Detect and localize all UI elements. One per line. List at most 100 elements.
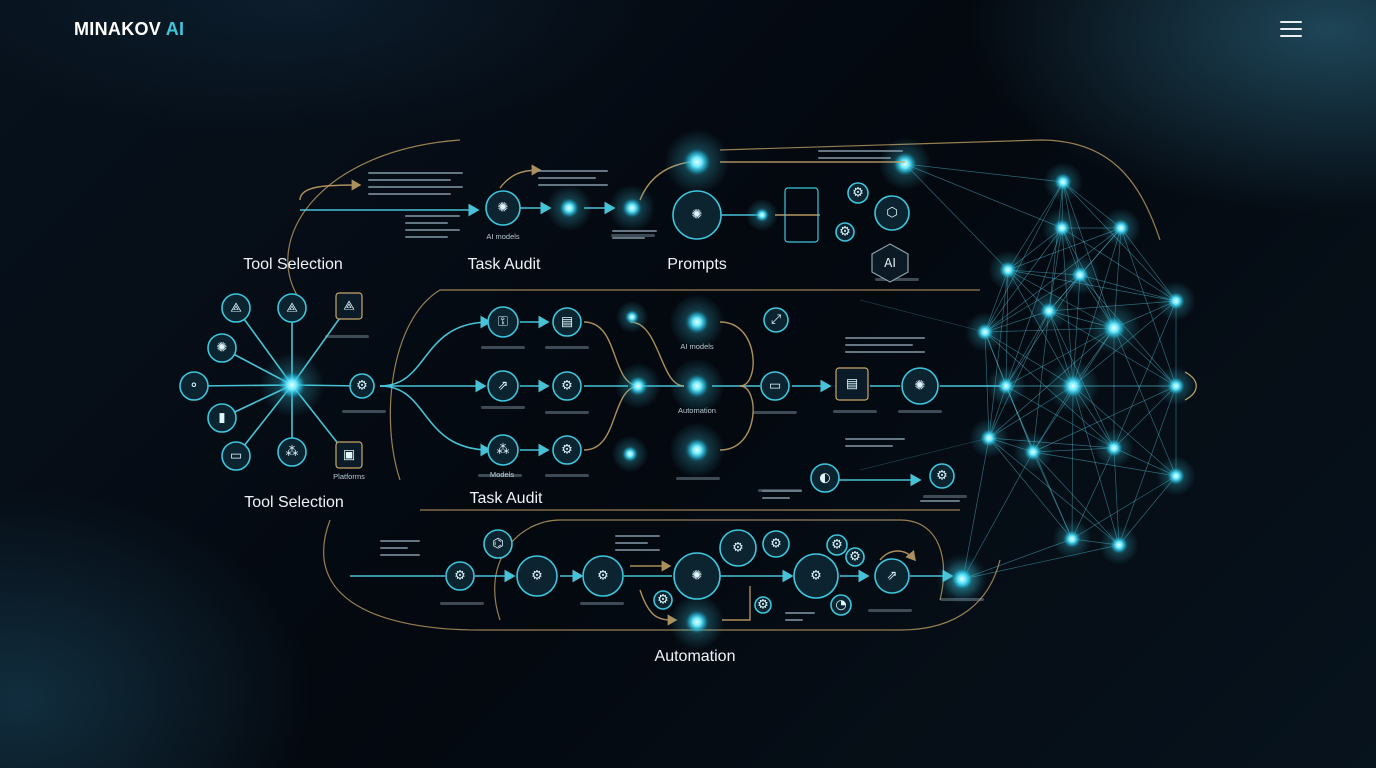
gear-icon: ⚙ <box>657 593 669 608</box>
fine-print-line <box>368 179 451 181</box>
node-caption <box>478 474 522 477</box>
gear-icon-frame <box>552 371 582 401</box>
network-link <box>988 269 1009 439</box>
gear-icon-frame <box>835 222 855 242</box>
network-link <box>1005 274 1081 387</box>
label-prompts: Prompts <box>667 256 727 273</box>
gear-icon-frame <box>552 435 582 465</box>
network-link <box>904 163 1064 183</box>
menu-line <box>1280 35 1302 37</box>
frame-curves <box>287 139 1161 631</box>
fine-print-line <box>762 490 802 492</box>
share-icon: ⚬ <box>189 379 200 394</box>
bar-chart-icon-frame <box>207 403 237 433</box>
hamburger-menu-icon[interactable] <box>1280 21 1302 37</box>
network-node <box>1040 302 1058 320</box>
openai-logo-icon-frame <box>672 190 722 240</box>
pie-chart-icon: ◔ <box>835 598 846 613</box>
fine-print-line <box>368 186 463 188</box>
lock-icon-frame <box>487 306 519 338</box>
node-caption <box>898 410 942 413</box>
network-node <box>1167 377 1185 395</box>
network-link <box>1005 385 1115 449</box>
node-caption <box>342 410 386 413</box>
fine-print-line <box>845 337 925 339</box>
fine-print-line <box>762 497 790 499</box>
network-link <box>1032 310 1050 453</box>
network-link <box>1072 385 1120 546</box>
node-caption <box>923 495 967 498</box>
fine-print-line <box>380 547 408 549</box>
node-caption <box>833 410 877 413</box>
fine-print-line <box>612 230 657 232</box>
node-caption <box>753 411 797 414</box>
network-node <box>1054 173 1072 191</box>
flow-node <box>622 198 642 218</box>
brand-logo[interactable]: MINAKOV AI <box>74 19 184 40</box>
screen-icon-frame <box>552 307 582 337</box>
fine-print-line <box>615 542 648 544</box>
share-icon-frame <box>179 371 209 401</box>
hub-node <box>278 371 306 399</box>
network-link <box>988 437 1073 540</box>
flow-node <box>683 148 711 176</box>
flow-node <box>628 376 648 396</box>
flow-node <box>559 198 579 218</box>
network-node <box>1167 292 1185 310</box>
chart-icon-frame <box>487 370 519 402</box>
fine-print <box>325 150 984 621</box>
network-link <box>859 299 986 333</box>
network-link <box>984 181 1064 333</box>
openai-logo-icon: ✺ <box>692 208 703 223</box>
chat-icon-frame <box>760 371 790 401</box>
gear-icon: ⚙ <box>561 379 573 394</box>
node-caption <box>676 477 720 480</box>
cluster-icon-frame <box>487 434 519 466</box>
network-link <box>1007 227 1122 271</box>
gear-icon: ⚙ <box>852 186 864 201</box>
cluster-icon-frame <box>277 437 307 467</box>
network-node <box>1053 219 1071 237</box>
network-node <box>1102 316 1126 340</box>
fine-print-line <box>612 237 645 239</box>
gear-icon-frame <box>847 182 869 204</box>
node-caption <box>580 602 624 605</box>
fine-print-line <box>615 549 660 551</box>
small-label-platforms: Platforms <box>333 472 365 481</box>
fine-print-line <box>405 229 460 231</box>
network-node <box>1167 467 1185 485</box>
neural-network <box>720 137 1197 599</box>
gear-icon-frame <box>445 561 475 591</box>
fine-print-line <box>405 222 448 224</box>
network-node <box>1024 443 1042 461</box>
node-caption <box>481 406 525 409</box>
label-task-audit-top: Task Audit <box>468 256 541 273</box>
screen-icon: ▤ <box>561 315 573 330</box>
network-node <box>1105 439 1123 457</box>
platforms-icon-frame <box>335 441 363 469</box>
gear-icon: ⚙ <box>849 550 861 565</box>
menu-line <box>1280 21 1302 23</box>
label-tool-selection-top: Tool Selection <box>243 256 343 273</box>
diagram-icon: ⟁ <box>343 299 355 314</box>
network-link <box>1113 327 1177 477</box>
network-link <box>1120 227 1177 387</box>
network-node <box>1063 530 1081 548</box>
gear-icon-frame <box>653 590 673 610</box>
network-link <box>962 544 1120 580</box>
network-link <box>988 437 1115 449</box>
gear-icon: ⚙ <box>770 537 782 552</box>
openai-logo-icon-frame <box>901 367 939 405</box>
network-icon-frame <box>277 293 307 323</box>
network-link <box>1118 385 1177 546</box>
flow-node <box>622 446 638 462</box>
fine-print-line <box>538 170 608 172</box>
network-icon: ⟁ <box>230 301 242 316</box>
gear-icon-frame <box>929 463 955 489</box>
openai-logo-icon: ✺ <box>217 341 228 356</box>
openai-logo-icon: ✺ <box>692 569 703 584</box>
fine-print-line <box>785 619 803 621</box>
gear-icon: ⚙ <box>831 538 843 553</box>
cluster-icon: ⁂ <box>497 443 510 458</box>
document-icon-frame <box>835 367 869 401</box>
